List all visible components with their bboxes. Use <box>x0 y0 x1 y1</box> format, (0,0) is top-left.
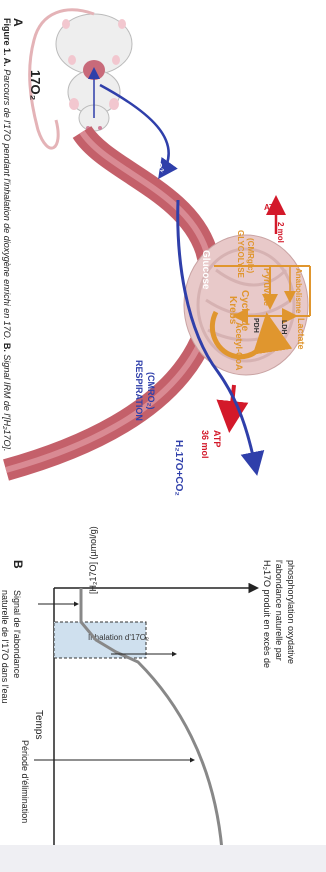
krebs-cycle-arrow <box>209 310 293 360</box>
glucose-label: Glucose <box>200 250 211 290</box>
y-axis-label: [H₂17O] (µmol/g) <box>88 526 98 594</box>
glycolysis-atp-group: ATP <box>264 195 286 234</box>
acetyl-coa-label: Acetyl-CoA <box>234 322 244 371</box>
inhalation-label: Inhalation d'17O₂ <box>88 633 149 642</box>
panel-b-label: B <box>11 560 25 569</box>
glycolyse-subtitle: (CMRglc) <box>246 238 255 273</box>
signal-curve <box>79 588 224 851</box>
ldh-label: LDH <box>280 320 287 334</box>
respiration-blue-arrow <box>176 199 265 476</box>
glycolysis-atp-qty: 2 mol <box>276 222 285 243</box>
panel-a-label: A <box>11 18 25 27</box>
respiration-atp-arrow <box>216 384 249 433</box>
page-footer-bar <box>0 845 326 872</box>
caption-text-a: Parcours de l'17O pendant l'inhalation d… <box>2 67 12 341</box>
rat-illustration <box>28 8 133 150</box>
products-label: H₂17O+CO₂ <box>173 440 184 496</box>
respiration-atp-qty: 36 mol <box>200 430 210 459</box>
baseline-annotation-2: naturelle de l'17O dans l'eau <box>0 590 10 704</box>
respiration-subtitle: (CMRO₂) <box>146 372 156 410</box>
figure-caption: Figure 1. A. Parcours de l'17O pendant l… <box>2 18 12 452</box>
respiration-title: RESPIRATION <box>134 360 144 421</box>
lactate-label: Lactate <box>296 318 306 350</box>
caption-prefix: Figure 1. A. <box>2 18 12 67</box>
excess-annotation-3: phosphorylation oxydative <box>286 560 296 664</box>
blood-vessel <box>3 125 223 481</box>
x-axis-label: Temps <box>33 710 44 739</box>
krebs-label-2: Krebs <box>227 296 238 325</box>
inhalation-band <box>53 621 147 659</box>
excess-annotation-1: H₂17O produit en excès de <box>262 560 272 668</box>
krebs-label-1: Cycle de <box>239 290 250 332</box>
baseline-annotation-1: Signal de l'abondance <box>12 590 22 678</box>
pdh-label: PDH <box>252 318 259 333</box>
pyruvate-label: Pyruvate <box>262 268 272 306</box>
glycolysis-atp-label: ATP <box>264 203 280 212</box>
caption-text-b: Signal IRM de l'[H₂17O]. <box>2 352 12 452</box>
o2-uptake-arrow <box>99 83 178 180</box>
elimination-annotation: Période d'élimination <box>20 740 30 823</box>
o2-label: 17O₂ <box>28 70 43 101</box>
respiration-atp-label: ATP <box>212 430 222 447</box>
caption-prefix-b: B. <box>2 340 12 352</box>
excess-annotation-2: l'abondance naturelle par <box>274 560 284 661</box>
glycolyse-title: GLYCOLYSE <box>236 230 245 279</box>
anabolisme-label: Anabolisme <box>294 268 303 314</box>
